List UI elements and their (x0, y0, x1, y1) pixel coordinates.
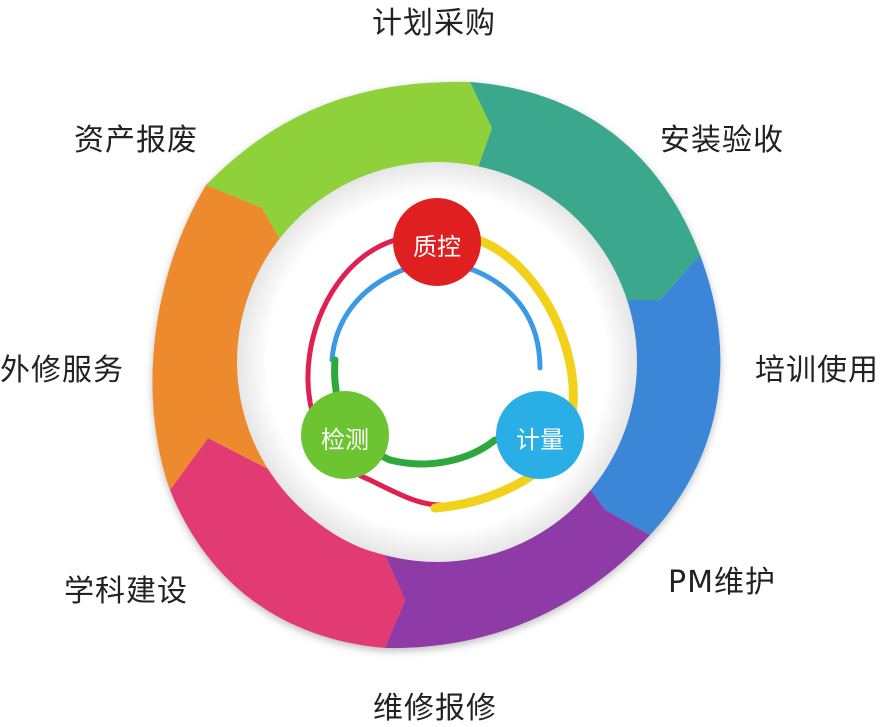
stage-label-pm: PM维护 (668, 565, 776, 600)
stage-label-scrap: 资产报废 (74, 123, 198, 158)
ring-segment-repair (385, 475, 650, 649)
ring-segment-discipline (170, 438, 405, 648)
core-label-metrology: 计量 (516, 426, 564, 454)
core-node-metrology (496, 391, 584, 479)
stage-label-outsource: 外修服务 (0, 353, 124, 388)
core-node-inspection (301, 391, 389, 479)
stage-label-discipline: 学科建设 (64, 574, 188, 609)
core-label-qc: 质控 (413, 233, 461, 261)
stage-label-purchase: 计划采购 (372, 6, 496, 41)
arc-blue (329, 265, 543, 371)
core-node-qc (393, 198, 481, 286)
ring-segment-install (458, 82, 700, 300)
core-label-inspection: 检测 (321, 426, 369, 454)
stage-label-install: 安装验收 (660, 123, 784, 158)
core-nodes (301, 198, 584, 479)
stage-label-training: 培训使用 (755, 353, 879, 388)
stage-label-repair: 维修报修 (373, 691, 497, 726)
